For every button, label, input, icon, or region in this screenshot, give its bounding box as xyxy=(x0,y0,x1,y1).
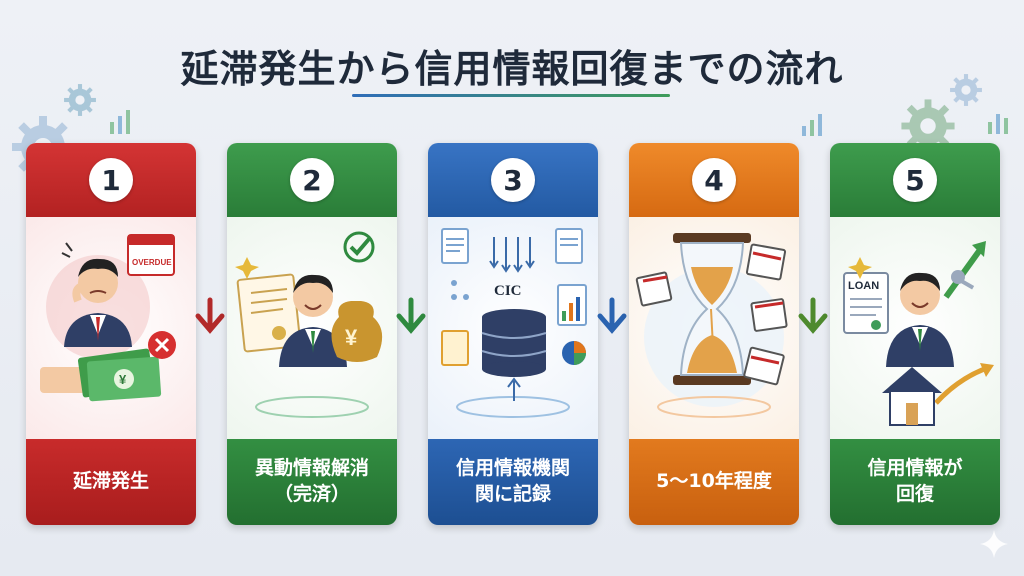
step-card-3: 3 CIC xyxy=(428,143,598,525)
step-card-5: 5 LOAN xyxy=(830,143,1000,525)
step-label-line: 延滞発生 xyxy=(72,470,149,493)
step-label-line: 信用情報が xyxy=(867,457,963,480)
gear-icon xyxy=(64,84,96,116)
chart-bars-icon xyxy=(110,110,130,134)
step-number: 1 xyxy=(89,158,133,202)
gear-icon xyxy=(901,99,955,153)
step-1-label: 延滞発生 xyxy=(26,439,196,525)
sparkle-icon xyxy=(980,530,1008,558)
svg-text:¥: ¥ xyxy=(119,372,127,387)
smiling-businessman-icon: ¥ xyxy=(227,217,397,439)
step-label-line: 信用情報機関 xyxy=(455,457,570,480)
overdue-stamp: OVERDUE xyxy=(132,258,172,267)
step-number: 2 xyxy=(290,158,334,202)
step-4-header: 4 xyxy=(629,143,799,217)
step-2-header: 2 xyxy=(227,143,397,217)
recovered-businessman-icon: LOAN xyxy=(830,217,1000,439)
step-card-1: 1 OVERDUE ¥ 延滞発 xyxy=(26,143,196,525)
step-1-header: 1 xyxy=(26,143,196,217)
chart-bars-icon xyxy=(802,114,822,136)
step-2-label: 異動情報解消 （完済） xyxy=(227,439,397,525)
chart-bars-icon xyxy=(988,114,1008,134)
step-number: 3 xyxy=(491,158,535,202)
arrow-down-icon xyxy=(597,297,627,334)
step-label-line: 5〜10年程度 xyxy=(656,470,772,493)
loan-label: LOAN xyxy=(848,280,879,292)
step-label-line: 回復 xyxy=(895,483,934,505)
step-5-label: 信用情報が 回復 xyxy=(830,439,1000,525)
hourglass-icon xyxy=(629,217,799,439)
page-title: 延滞発生から信用情報回復までの流れ xyxy=(180,47,844,91)
database-icon: CIC xyxy=(428,217,598,439)
step-label-line: 異動情報解消 xyxy=(254,457,369,480)
step-number: 4 xyxy=(692,158,736,202)
gear-icon xyxy=(950,74,982,106)
step-3-label: 信用情報機関 関に記録 xyxy=(428,439,598,525)
title-underline xyxy=(352,94,670,97)
arrow-down-icon xyxy=(195,297,225,334)
step-card-2: 2 ¥ 異動情報解消 （完済） xyxy=(227,143,397,525)
step-4-label: 5〜10年程度 xyxy=(629,439,799,525)
worried-businessman-icon: OVERDUE ¥ xyxy=(26,217,196,439)
step-label-line: （完済） xyxy=(273,483,350,505)
step-label-line: 関に記録 xyxy=(474,483,551,505)
svg-text:¥: ¥ xyxy=(345,325,358,350)
step-card-4: 4 5〜10年程度 xyxy=(629,143,799,525)
step-5-header: 5 xyxy=(830,143,1000,217)
cic-label: CIC xyxy=(494,283,522,299)
step-number: 5 xyxy=(893,158,937,202)
step-3-header: 3 xyxy=(428,143,598,217)
arrow-down-icon xyxy=(798,297,828,334)
arrow-down-icon xyxy=(396,297,426,334)
